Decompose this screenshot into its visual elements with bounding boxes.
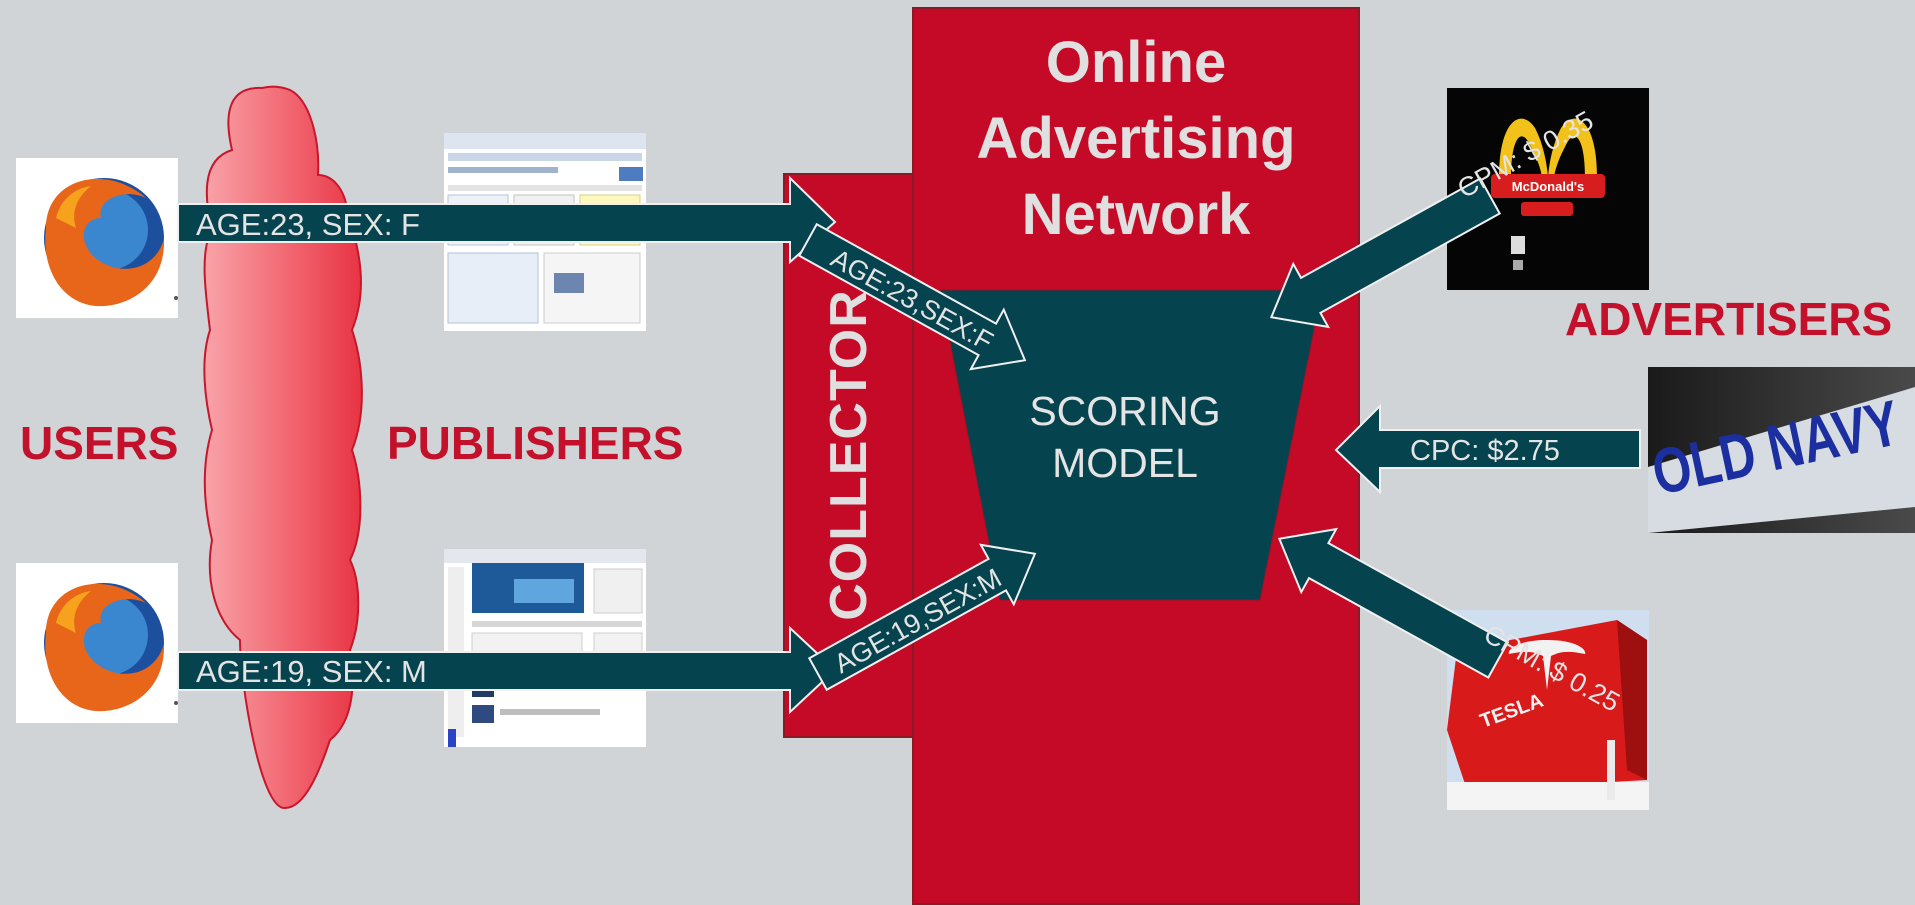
- advertiser-bid-arrow: CPC: $2.75: [1334, 403, 1641, 495]
- advertisers-label: ADVERTISERS: [1565, 293, 1893, 345]
- advertiser-bid-arrow: CPM: $ 0.35: [1269, 105, 1599, 329]
- network-title-line: Online: [1045, 30, 1227, 95]
- user-data-text: AGE:19, SEX: M: [196, 654, 427, 689]
- scoring-model-line: SCORING: [1029, 388, 1221, 434]
- user-data-text: AGE:23, SEX: F: [196, 207, 420, 242]
- firefox-icon: [44, 178, 178, 307]
- bid-text: CPC: $2.75: [1410, 435, 1560, 467]
- collector-data-text: AGE:23,SEX:F: [826, 243, 998, 357]
- scoring-model-line: MODEL: [1052, 440, 1198, 486]
- publishers-label: PUBLISHERS: [387, 417, 684, 469]
- network-title: Online Advertising Network: [912, 25, 1360, 253]
- collector-data-text: AGE:19,SEX:M: [829, 563, 1006, 679]
- mcdonalds-sign-text: McDonald's: [1512, 179, 1584, 194]
- users-label: USERS: [20, 417, 179, 469]
- user-data-arrow: AGE:19, SEX: M: [177, 625, 837, 715]
- firefox-icon: [44, 583, 178, 712]
- scoring-model-label: SCORING MODEL: [990, 385, 1260, 489]
- collector-to-scoring-arrow: AGE:19,SEX:M: [807, 543, 1037, 692]
- user-browser-tile: [16, 563, 178, 723]
- bid-text: CPM: $ 0.25: [1479, 619, 1625, 718]
- user-browser-tile: [16, 158, 178, 318]
- bid-text: CPM: $ 0.35: [1453, 105, 1599, 204]
- network-title-line: Network: [1021, 182, 1251, 247]
- old-navy-ad-image: OLD NAVY: [1648, 367, 1915, 533]
- network-title-line: Advertising: [976, 106, 1296, 171]
- tesla-ad-image: TESLA: [1447, 610, 1649, 810]
- advertiser-bid-arrow: CPM: $ 0.25: [1277, 527, 1625, 718]
- user-data-arrow: AGE:23, SEX: F: [177, 175, 837, 265]
- collector-to-scoring-arrow: AGE:23,SEX:F: [797, 222, 1027, 371]
